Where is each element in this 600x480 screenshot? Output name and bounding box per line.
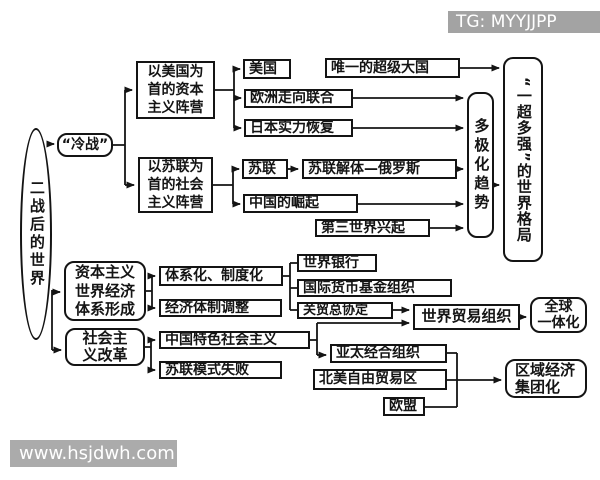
node-root: 二战后的世界 — [20, 128, 52, 340]
node-ussr: 苏联 — [242, 159, 288, 179]
node-usa: 美国 — [243, 59, 291, 79]
node-ussr-collapse: 苏联解体—俄罗斯 — [302, 159, 457, 179]
node-wto: 世界贸易组织 — [413, 304, 520, 330]
node-globalization: 全球 一体化 — [530, 297, 587, 333]
node-world-pattern: “一超多强”的世界格局 — [503, 57, 543, 262]
tg-watermark-badge: TG: MYYJJPP — [448, 11, 600, 33]
node-capitalist-economy: 资本主义 世界经济 体系形成 — [64, 261, 146, 321]
node-ussr-camp: 以苏联为 首的社会 主义阵营 — [138, 157, 213, 213]
node-multipolar-trend: 多极化趋势 — [467, 92, 494, 238]
node-soviet-model-failure: 苏联模式失败 — [159, 361, 282, 379]
node-europe-union: 欧洲走向联合 — [244, 89, 353, 108]
node-imf: 国际货币基金组织 — [297, 279, 452, 297]
node-world-bank: 世界银行 — [297, 254, 377, 272]
node-nafta: 北美自由贸易区 — [313, 369, 447, 390]
node-socialist-reform: 社会主 义改革 — [65, 328, 145, 366]
node-economic-adjustment: 经济体制调整 — [159, 299, 282, 317]
node-china-socialism: 中国特色社会主义 — [159, 331, 310, 349]
node-systemization: 体系化、制度化 — [159, 266, 283, 286]
node-eu: 欧盟 — [383, 397, 425, 416]
node-cold-war: “冷战” — [57, 133, 113, 157]
node-us-camp: 以美国为 首的资本 主义阵营 — [136, 61, 215, 119]
node-third-world: 第三世界兴起 — [315, 219, 430, 237]
node-china-rise: 中国的崛起 — [243, 194, 358, 213]
node-gatt: 关贸总协定 — [297, 302, 393, 319]
site-watermark: www.hsjdwh.com — [10, 440, 177, 467]
node-apec: 亚太经合组织 — [330, 344, 447, 363]
node-superpower: 唯一的超级大国 — [325, 58, 460, 78]
node-regional-bloc: 区域经济 集团化 — [505, 359, 587, 398]
node-japan-recovery: 日本实力恢复 — [244, 119, 353, 137]
